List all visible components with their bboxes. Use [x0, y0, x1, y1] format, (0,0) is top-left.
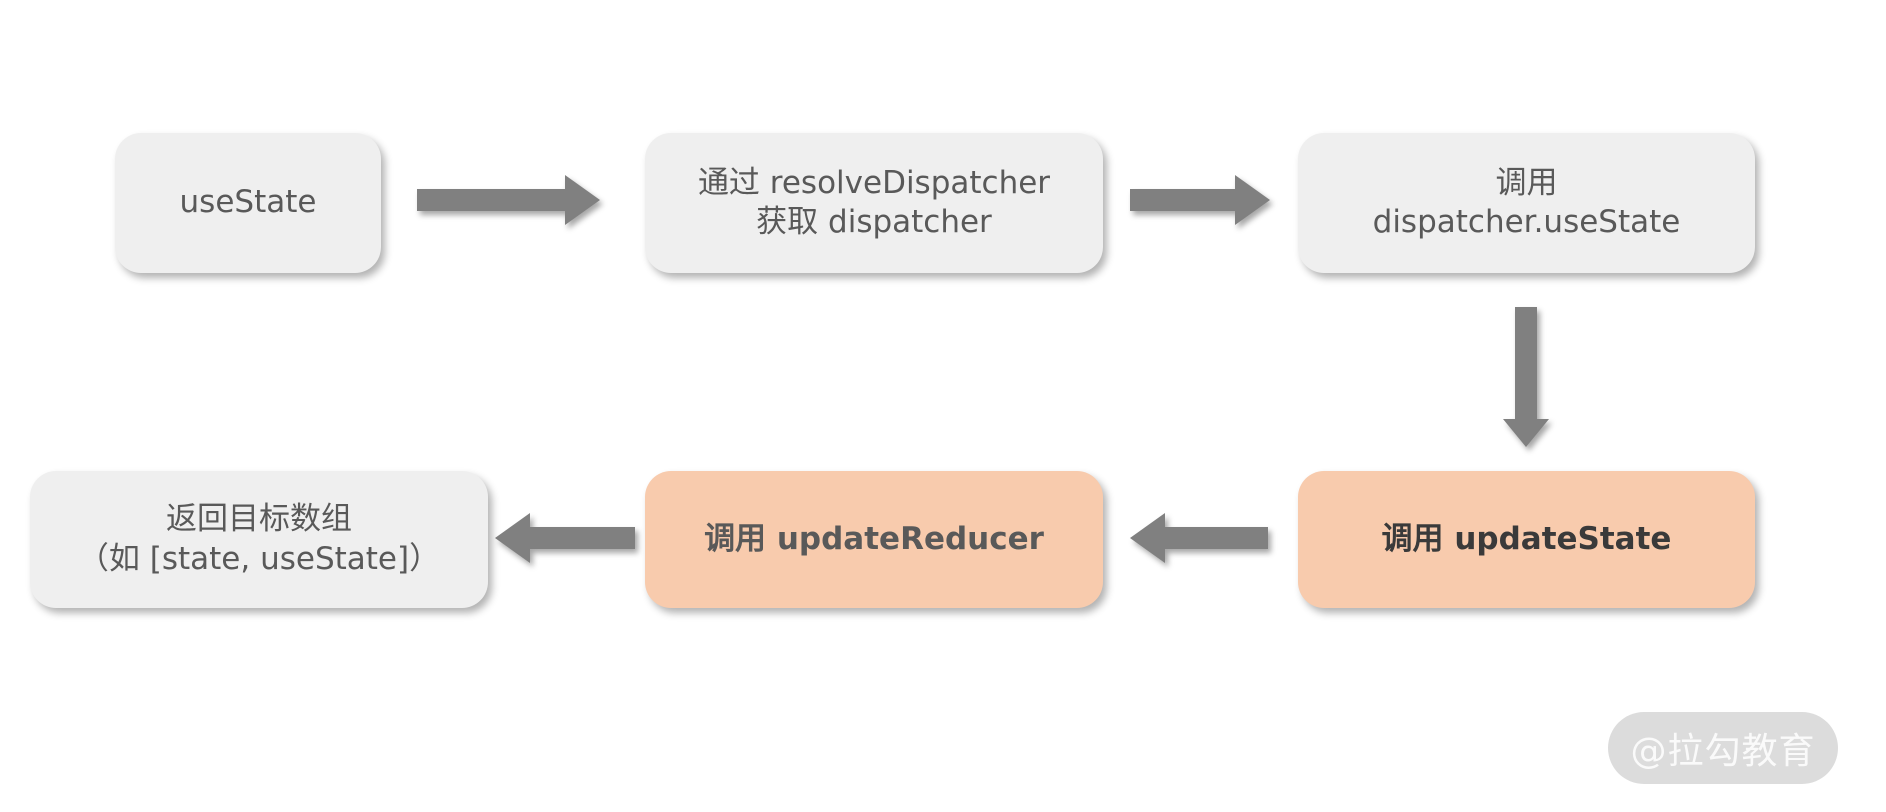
node-update-state-label: 调用 updateState: [1381, 520, 1672, 557]
arrow-head: [565, 175, 600, 225]
watermark-label: @拉勾教育: [1630, 731, 1816, 772]
node-update-reducer: 调用 updateReducer: [645, 471, 1103, 608]
node-usestate: useState: [115, 133, 381, 273]
node-update-reducer-label: 调用 updateReducer: [704, 520, 1044, 557]
node-dispatcher-usestate-label-line2: dispatcher.useState: [1372, 204, 1681, 240]
arrow-left-updatestate-to-updatereducer-icon: [1130, 513, 1268, 563]
watermark-badge: @拉勾教育: [1608, 712, 1838, 784]
arrow-shaft: [417, 189, 566, 211]
arrow-right-usestate-to-resolvedispatcher-icon: [417, 175, 600, 225]
arrow-head: [1130, 513, 1165, 563]
node-usestate-label: useState: [179, 184, 317, 221]
node-update-state: 调用 updateState: [1298, 471, 1755, 608]
arrow-head: [495, 513, 530, 563]
node-return-array-label-line1: 返回目标数组: [166, 501, 352, 538]
node-resolve-dispatcher: 通过 resolveDispatcher 获取 dispatcher: [645, 133, 1103, 273]
node-return-array-label-line2: （如 [state, useState]）: [77, 540, 441, 577]
arrow-down-dispatcherusestate-to-updatestate-icon: [1503, 307, 1549, 447]
node-resolve-dispatcher-label-line2: 获取 dispatcher: [756, 204, 992, 240]
node-dispatcher-usestate: 调用 dispatcher.useState: [1298, 133, 1755, 273]
arrow-left-updatereducer-to-returnarray-icon: [495, 513, 635, 563]
node-return-array: 返回目标数组 （如 [state, useState]）: [30, 471, 488, 608]
arrow-shaft: [1164, 527, 1268, 549]
arrow-shaft: [529, 527, 635, 549]
node-resolve-dispatcher-label-line1: 通过 resolveDispatcher: [697, 164, 1051, 201]
arrow-shaft: [1130, 189, 1236, 211]
node-dispatcher-usestate-label-line1: 调用: [1495, 164, 1558, 201]
arrow-head: [1503, 419, 1549, 447]
arrow-right-resolvedispatcher-to-dispatcherusestate-icon: [1130, 175, 1270, 225]
arrow-head: [1235, 175, 1270, 225]
arrow-shaft: [1515, 307, 1537, 420]
